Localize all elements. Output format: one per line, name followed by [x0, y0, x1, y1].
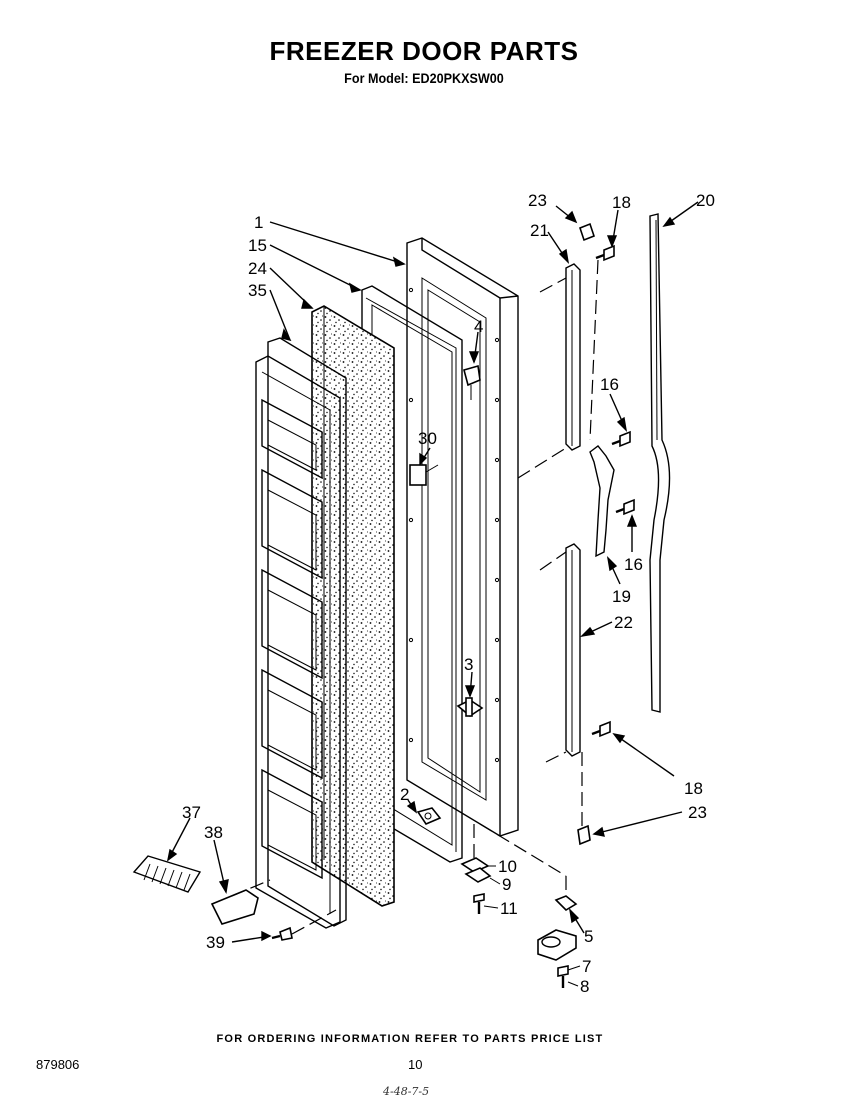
screw-part-16-upper	[611, 430, 631, 448]
callout-24: 24	[248, 259, 267, 278]
callout-10: 10	[498, 857, 517, 876]
callout-35: 35	[248, 281, 267, 300]
ordering-note: FOR ORDERING INFORMATION REFER TO PARTS …	[216, 1033, 604, 1045]
callout-22: 22	[614, 613, 633, 632]
screw-part-18-bottom	[591, 720, 611, 738]
callout-39: 39	[206, 933, 225, 952]
callout-11: 11	[500, 899, 518, 918]
plug-part-4	[463, 364, 481, 400]
callout-5: 5	[584, 927, 593, 946]
callout-8: 8	[580, 977, 589, 996]
callout-15: 15	[248, 236, 267, 255]
callout-38: 38	[204, 823, 223, 842]
page-number: 10	[408, 1057, 423, 1072]
hinge-bracket-parts-9-10	[460, 857, 492, 883]
hinge-parts-5-7-8	[537, 895, 578, 988]
callout-19: 19	[612, 587, 631, 606]
bottom-hinge-part-2	[416, 807, 442, 825]
small-part-leaders	[483, 865, 581, 987]
callout-21: 21	[530, 221, 549, 240]
document-number: 879806	[36, 1057, 80, 1072]
handle-channel-part-22	[565, 543, 581, 757]
screw-part-18-top	[595, 244, 615, 262]
kick-grille-part-37	[132, 855, 202, 893]
callout-2: 2	[400, 785, 409, 804]
clip-part-30	[409, 464, 439, 486]
screw-part-16-lower	[615, 498, 635, 516]
outer-door-panel	[406, 237, 519, 837]
handwritten-note: 4-48-7-5	[383, 1085, 430, 1098]
callout-37: 37	[182, 803, 201, 822]
callout-16-lower: 16	[624, 555, 643, 574]
alignment-lines	[231, 259, 599, 935]
leader-arrows	[166, 201, 699, 943]
model-subtitle: For Model: ED20PKXSW00	[344, 70, 504, 86]
handle-channel-part-21	[565, 263, 581, 451]
callout-20: 20	[696, 191, 715, 210]
callout-9: 9	[502, 875, 511, 894]
callout-18-top: 18	[612, 193, 631, 212]
callout-labels: 1 15 24 35 4 30 23 18 21 20 16 16 19 22 …	[182, 191, 715, 996]
callout-7: 7	[582, 957, 591, 976]
callout-1: 1	[254, 213, 263, 232]
end-cap-part-23-top	[579, 222, 595, 242]
trim-strip-part-20	[649, 213, 671, 713]
handle-bracket-part-19	[589, 445, 615, 558]
inner-door-liner	[255, 337, 347, 929]
bracket-part-3	[456, 697, 484, 717]
callout-18-bottom: 18	[684, 779, 703, 798]
page-title: FREEZER DOOR PARTS	[269, 36, 579, 66]
callout-4: 4	[474, 317, 483, 336]
callout-16-upper: 16	[600, 375, 619, 394]
callout-23-top: 23	[528, 191, 547, 210]
foam-insulation	[311, 305, 395, 907]
screw-part-39	[271, 926, 293, 941]
screw-part-11	[473, 893, 485, 914]
end-cap-part-23-bottom	[577, 824, 591, 846]
callout-23-bottom: 23	[688, 803, 707, 822]
callout-30: 30	[418, 429, 437, 448]
callout-3: 3	[464, 655, 473, 674]
